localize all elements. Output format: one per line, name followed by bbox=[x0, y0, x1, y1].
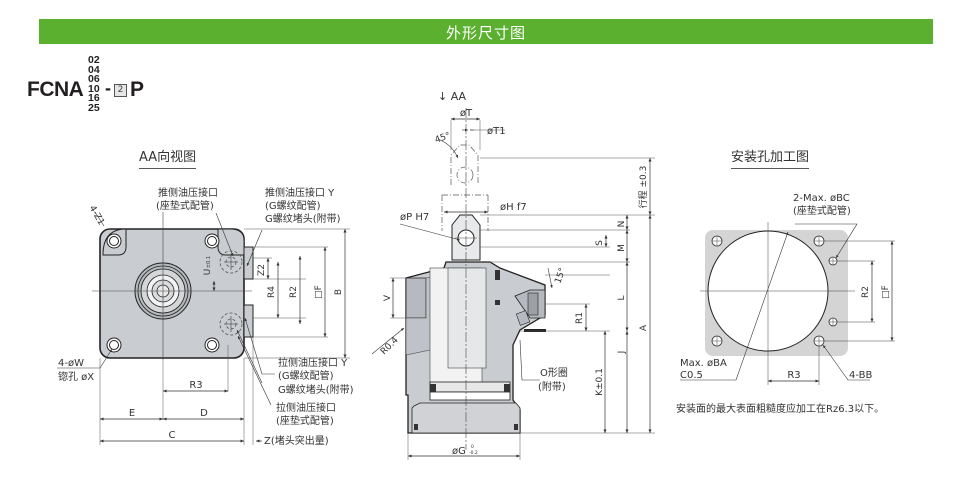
dim-a: A bbox=[639, 324, 649, 331]
aa-view: 4-Z1 推侧油压接口 (座垫式配管) 推侧油压接口 Y (G螺纹配管) G螺纹… bbox=[57, 186, 354, 447]
dim-d: D bbox=[200, 408, 208, 419]
model-size: 16 bbox=[88, 92, 100, 105]
model-size: 25 bbox=[88, 101, 100, 114]
dim-r2: R2 bbox=[289, 286, 299, 298]
dim-g-tol-lower: -0.2 bbox=[469, 450, 478, 456]
push-port-pad-label: 推侧油压接口 bbox=[158, 186, 218, 199]
plug-bottom-label: G螺纹堵头(附带) bbox=[278, 383, 354, 396]
model-size: 06 bbox=[88, 73, 100, 86]
port-boss-bottom bbox=[243, 304, 254, 338]
dim-g: øG bbox=[452, 446, 466, 457]
oring-label: O形圈 bbox=[540, 367, 568, 379]
dim-t: øT bbox=[460, 108, 473, 119]
push-port-pad-sub: (座垫式配管) bbox=[156, 199, 214, 212]
dim-45: 45° bbox=[434, 131, 452, 146]
surface-roughness-note: 安装面的最大表面粗糙度应加工在Rz6.3以下。 bbox=[676, 404, 885, 415]
dim-z2: Z2 bbox=[257, 264, 267, 276]
dim-b: B bbox=[334, 289, 344, 295]
mount-hole bbox=[106, 233, 220, 353]
dim-m: M bbox=[617, 244, 627, 252]
dim-stroke: 行程 ±0.3 bbox=[637, 166, 649, 209]
dim-s: S bbox=[595, 240, 605, 246]
dim-u-tol: ±0.1 bbox=[206, 256, 212, 268]
dim-r3-mount: R3 bbox=[787, 370, 800, 381]
pull-port-pad-label: 拉侧油压接口 bbox=[276, 401, 336, 414]
dim-p: øP H7 bbox=[400, 212, 429, 223]
model-size: 04 bbox=[88, 63, 100, 76]
dim-r4: R4 bbox=[267, 286, 277, 298]
model-dash: - bbox=[105, 78, 111, 98]
dim-4z1: 4-Z1 bbox=[87, 204, 106, 227]
aa-arrow-label: ↓ AA bbox=[438, 90, 467, 103]
push-port-thread-label: 推侧油压接口 Y bbox=[265, 186, 335, 199]
dim-v: V bbox=[383, 294, 393, 301]
pull-port-pad-sub: (座垫式配管) bbox=[276, 414, 334, 427]
dim-t1: øT1 bbox=[487, 126, 506, 137]
header-banner: 外形尺寸图 bbox=[39, 19, 933, 44]
push-port-thread-sub: (G螺纹配管) bbox=[265, 199, 321, 212]
model-base: FCNA bbox=[27, 78, 84, 101]
dim-l: L bbox=[617, 295, 627, 300]
dim-g-tol-upper: 0 bbox=[471, 444, 474, 450]
bc-label: 2-Max. øBC bbox=[793, 193, 850, 204]
ba-label: Max. øBA bbox=[680, 358, 727, 369]
dim-u: U bbox=[203, 269, 213, 276]
model-sizes: 02 04 06 10 16 25 bbox=[88, 54, 100, 114]
dim-c: C bbox=[169, 430, 176, 441]
bb-label: 4-BB bbox=[849, 370, 872, 381]
option-box: 2 bbox=[114, 84, 127, 97]
mounting-hole-view: 2-Max. øBC (座垫式配管) Max. øBA C0.5 R2 □F R… bbox=[680, 193, 895, 385]
dim-r04: R0.4 bbox=[379, 335, 401, 357]
pull-port-thread-label: 拉侧油压接口 Y bbox=[278, 356, 348, 369]
pull-port-thread-sub: (G螺纹配管) bbox=[278, 369, 334, 382]
dim-e: E bbox=[129, 408, 135, 419]
model-size: 10 bbox=[88, 82, 100, 95]
mounting-view-title: 安装孔加工图 bbox=[731, 146, 810, 169]
page-title: 外形尺寸图 bbox=[445, 24, 526, 42]
dim-r3: R3 bbox=[189, 380, 202, 391]
ba-sub: C0.5 bbox=[680, 370, 703, 381]
aa-view-title: AA向视图 bbox=[139, 146, 197, 169]
mount-hole-label: 4-øW bbox=[58, 358, 84, 369]
model-suffix: P bbox=[130, 78, 145, 101]
dim-n: N bbox=[617, 221, 627, 228]
dim-h: øH f7 bbox=[500, 202, 527, 213]
dim-15: 15° bbox=[553, 267, 568, 285]
mount-hole-sub: 锪孔 øX bbox=[58, 370, 94, 383]
section-view: ↓ AA øT øT1 45° øP H7 øH f7 行程 ±0.3 N S … bbox=[371, 90, 655, 460]
plug-protrusion-label: Z(堵头突出量) bbox=[264, 434, 329, 447]
plug-top-label: G螺纹堵头(附带) bbox=[265, 212, 341, 225]
dim-f: □F bbox=[314, 285, 324, 299]
dim-k: K±0.1 bbox=[595, 368, 605, 396]
dim-j: J bbox=[617, 351, 627, 355]
dim-r1: R1 bbox=[575, 312, 585, 324]
dim-r2-mount: R2 bbox=[861, 286, 871, 298]
model-size: 02 bbox=[88, 54, 100, 66]
dim-f-mount: □F bbox=[881, 285, 891, 299]
bc-sub: (座垫式配管) bbox=[793, 204, 851, 217]
oring-sub: (附带) bbox=[538, 380, 566, 393]
pull-port-circle bbox=[219, 312, 243, 336]
